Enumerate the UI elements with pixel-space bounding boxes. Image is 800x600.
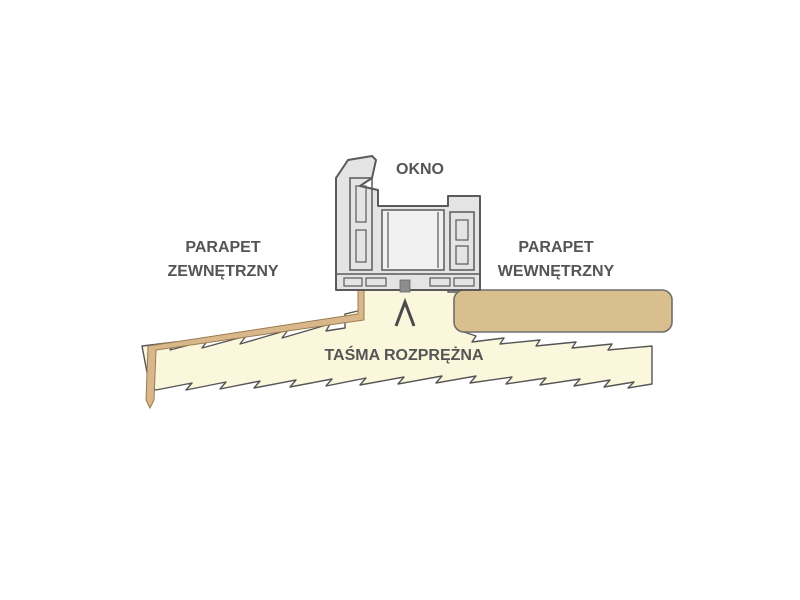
outer-sill-flashing — [145, 283, 365, 410]
inner-sill-label-line1: PARAPET — [518, 239, 593, 256]
expanding-tape-label: TAŚMA ROZPRĘŻNA — [324, 345, 484, 364]
outer-sill-label-line2: ZEWNĘTRZNY — [167, 263, 278, 280]
inner-sill-label-line2: WEWNĘTRZNY — [498, 263, 615, 280]
foam-insulation — [141, 281, 653, 391]
outer-sill-label-line1: PARAPET — [185, 239, 260, 256]
window-frame-profile — [335, 155, 481, 291]
inner-sill-board — [453, 289, 673, 333]
expanding-tape-strip — [399, 279, 411, 293]
window-label: OKNO — [396, 161, 444, 178]
compression-arrow-icon — [394, 297, 416, 327]
